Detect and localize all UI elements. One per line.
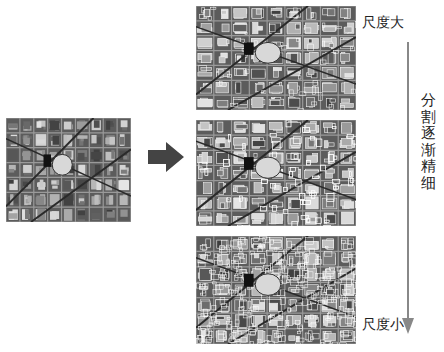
scale-label: 尺度大 — [362, 14, 404, 31]
satellite-image — [6, 118, 131, 222]
axis-label: 分割逐渐精细 — [421, 92, 436, 191]
scale-arrow — [398, 40, 418, 336]
segmented-image — [196, 120, 356, 226]
segmented-image — [196, 6, 356, 110]
scale-label: 尺度小 — [362, 316, 404, 333]
process-arrow — [146, 140, 186, 174]
segmented-image — [196, 236, 356, 344]
